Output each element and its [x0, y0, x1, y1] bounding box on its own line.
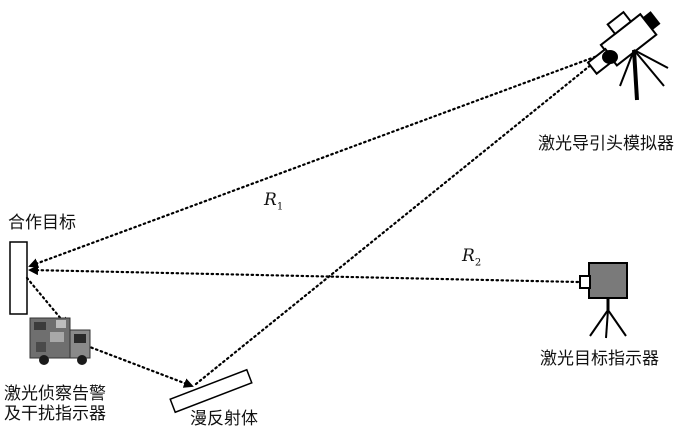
range-r2-label: R2: [462, 246, 481, 268]
seeker-simulator-label: 激光导引头模拟器: [538, 134, 674, 154]
diffuse-reflector-label: 漫反射体: [190, 409, 258, 429]
designator-icon: [579, 262, 628, 339]
recon-warning-label-line1: 激光侦察告警: [4, 384, 106, 404]
range-r1-label: R1: [264, 190, 283, 212]
beam-seeker-to-target: [28, 53, 602, 268]
beam-designator-to-target: [28, 265, 580, 284]
beam-reflector-to-seeker: [194, 58, 599, 386]
range-r2-subscript: 2: [474, 257, 482, 269]
cooperative-target-box: [9, 241, 28, 315]
seeker-simulator-icon: [586, 10, 669, 101]
range-r1-symbol: R: [264, 190, 277, 210]
range-r1-subscript: 1: [276, 201, 284, 213]
range-r2-symbol: R: [462, 246, 475, 266]
diffuse-reflector-box: [169, 368, 253, 414]
recon-warning-label-line2: 及干扰指示器: [4, 404, 106, 424]
recon-warning-vehicle-icon: [29, 317, 91, 365]
beam-warning-to-reflector: [80, 342, 194, 388]
designator-label: 激光目标指示器: [540, 349, 659, 369]
cooperative-target-label: 合作目标: [8, 213, 76, 233]
